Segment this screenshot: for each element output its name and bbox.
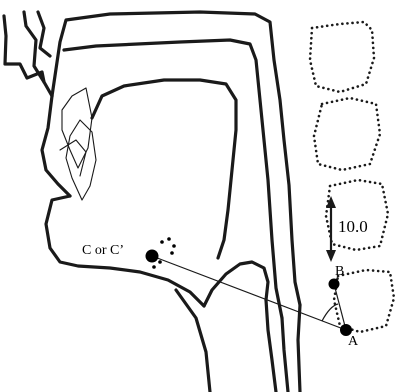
lower-lip-outline xyxy=(46,196,204,306)
oral-roof-outline xyxy=(64,40,282,318)
measurement-label: 10.0 xyxy=(338,217,368,236)
vertebra-c1 xyxy=(310,22,374,92)
point-c-label: C or C’ xyxy=(82,243,124,258)
esophagus-wall xyxy=(282,318,288,392)
vertebra-c4 xyxy=(334,270,394,332)
trachea-right-wall xyxy=(266,300,276,392)
vertebra-c2 xyxy=(314,98,380,170)
posterior-pharynx-wall xyxy=(298,305,300,392)
epiglottis-outline xyxy=(204,262,268,306)
palate-outline xyxy=(52,12,300,305)
measurement-arrow-down xyxy=(326,250,336,262)
nasal-tip-outline xyxy=(38,12,50,56)
vertebra-c3 xyxy=(326,180,388,250)
point-a-label: A xyxy=(348,334,359,349)
point-b xyxy=(329,279,340,290)
tongue-outline xyxy=(92,80,236,258)
lower-tooth xyxy=(66,120,96,200)
line-c-to-a xyxy=(152,256,346,330)
point-c xyxy=(146,250,159,263)
point-b-label: B xyxy=(335,264,344,279)
angle-arc xyxy=(322,304,338,321)
